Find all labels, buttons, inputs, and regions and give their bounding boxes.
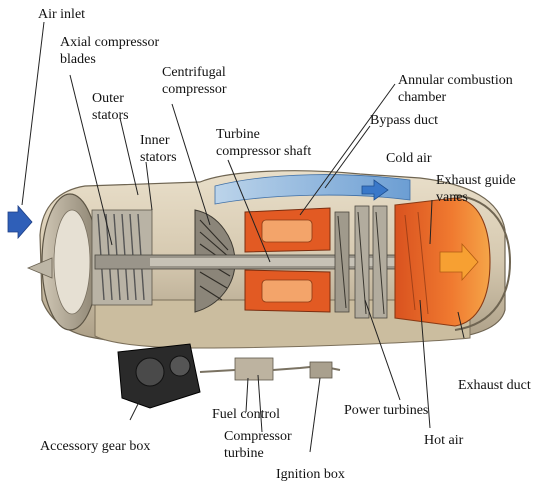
- label-centrifugal-compressor-line2: compressor: [162, 82, 227, 97]
- label-cold-air: Cold air: [386, 151, 432, 166]
- label-annular-combustion-chamber-line2: chamber: [398, 90, 447, 105]
- accessory-gear-box: [117, 343, 201, 409]
- label-compressor-turbine-line2: turbine: [224, 446, 264, 461]
- label-outer-stators-line1: Outer: [92, 91, 124, 106]
- label-fuel-control: Fuel control: [212, 407, 281, 422]
- label-axial-compressor-blades-line2: blades: [60, 52, 96, 67]
- label-annular-combustion-chamber-line1: Annular combustion: [398, 73, 513, 88]
- bypass-duct: [214, 174, 411, 205]
- fuel-control: [199, 357, 341, 381]
- cold-air-arrow-icon: [361, 179, 389, 201]
- inlet-arrow-icon: [7, 204, 33, 240]
- label-bypass-duct: Bypass duct: [370, 113, 439, 128]
- label-ignition-box: Ignition box: [276, 467, 345, 482]
- label-axial-compressor-blades-line1: Axial compressor: [60, 35, 160, 50]
- label-accessory-gear-box: Accessory gear box: [40, 439, 151, 454]
- label-turbine-compressor-shaft-line1: Turbine: [216, 127, 260, 142]
- label-air-inlet: Air inlet: [38, 7, 86, 22]
- label-exhaust-duct: Exhaust duct: [458, 378, 531, 393]
- annular-combustion-chamber: [244, 207, 331, 313]
- label-hot-air: Hot air: [424, 433, 464, 448]
- exhaust-hot-section: [394, 197, 491, 327]
- air-inlet-bell: [26, 193, 99, 331]
- exhaust-duct: [454, 194, 512, 331]
- label-power-turbines: Power turbines: [344, 403, 429, 418]
- leader-lines: [21, 21, 465, 453]
- label-turbine-compressor-shaft-line2: compressor shaft: [216, 144, 312, 159]
- turbine-stages: [334, 205, 388, 319]
- label-inner-stators-line2: stators: [140, 150, 177, 165]
- label-centrifugal-compressor-line1: Centrifugal: [162, 65, 226, 80]
- label-compressor-turbine-line1: Compressor: [224, 429, 292, 444]
- label-inner-stators-line1: Inner: [140, 133, 170, 148]
- hot-air-arrow-icon: [439, 242, 479, 282]
- label-exhaust-guide-vanes-line1: Exhaust guide: [436, 173, 516, 188]
- label-exhaust-guide-vanes-line2: vanes: [436, 190, 468, 205]
- ignition-box: [309, 361, 333, 379]
- label-outer-stators-line2: stators: [92, 108, 129, 123]
